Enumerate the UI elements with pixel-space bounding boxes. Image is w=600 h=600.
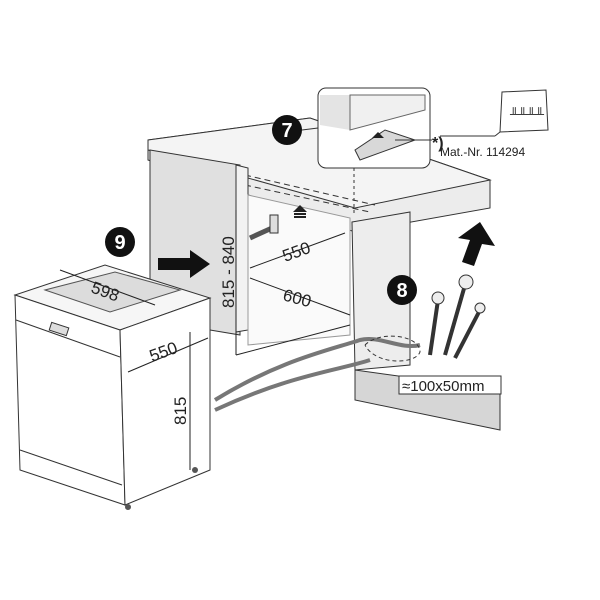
- arrow-right-icon: [158, 250, 210, 278]
- hoses: [213, 337, 421, 412]
- niche-height-label: 815 - 840: [219, 236, 238, 308]
- svg-text:7: 7: [281, 120, 292, 142]
- appliance-dimension-lines: [59, 269, 209, 470]
- material-number: Mat.-Nr. 114294: [440, 145, 525, 159]
- appliance-height-label: 815: [171, 397, 190, 425]
- opening-size-label: ≈100x50mm: [402, 378, 484, 395]
- niche-dimension-lines: [235, 210, 351, 356]
- wall-bracket: [248, 214, 279, 241]
- svg-text:╨╨╨╨: ╨╨╨╨: [509, 107, 545, 121]
- callout-7: 7: [272, 115, 319, 145]
- svg-text:8: 8: [396, 280, 407, 302]
- detail-inset: [317, 87, 431, 215]
- dishwasher: [13, 264, 212, 510]
- callout-8: 8: [387, 275, 417, 305]
- arrow-up-icon: [458, 222, 495, 266]
- svg-text:9: 9: [114, 232, 125, 254]
- connectors: [428, 274, 486, 359]
- arrow-up-small-icon: [293, 205, 307, 218]
- footnote-mark: *): [432, 135, 444, 152]
- callout-9: 9: [105, 227, 135, 257]
- screw-bag-icon: ╨╨╨╨: [499, 89, 549, 133]
- opening-size-box: [398, 375, 502, 395]
- hose-opening-outline: [364, 335, 421, 362]
